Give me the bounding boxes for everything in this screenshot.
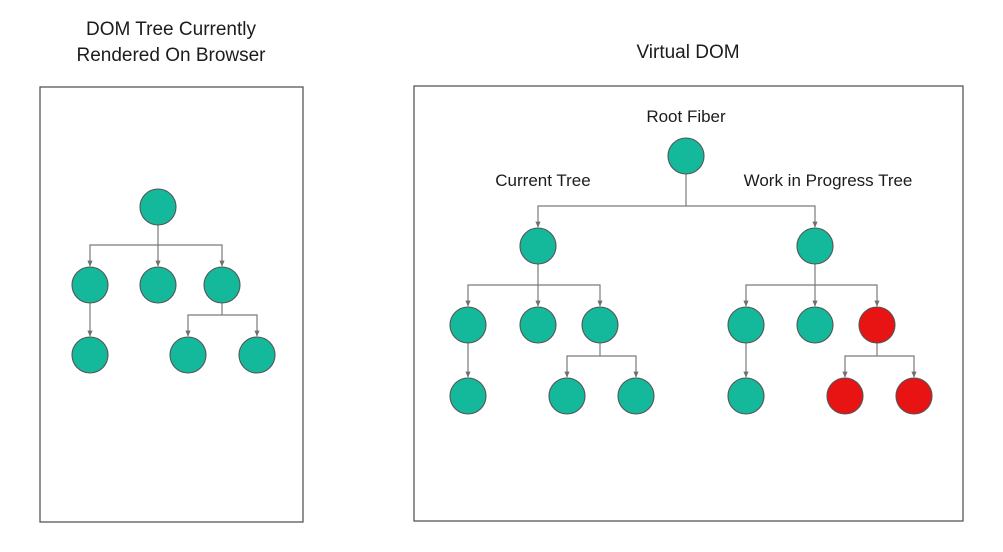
- dom-tree-edge: [222, 314, 260, 337]
- virtual-dom-edge: [465, 284, 538, 307]
- right-panel-nodes: [449, 137, 933, 415]
- wip-tree-grandchild-2-node[interactable]: [826, 377, 864, 415]
- left-panel-title-line-1: DOM Tree Currently: [86, 19, 256, 40]
- virtual-dom-edge: [535, 205, 686, 228]
- virtual-dom-edge: [686, 205, 818, 228]
- dom-child-2-node[interactable]: [139, 266, 177, 304]
- left-panel-title-line-2: Rendered On Browser: [76, 45, 266, 66]
- wip-tree-child-3-node[interactable]: [858, 306, 896, 344]
- dom-tree-edge: [185, 314, 222, 337]
- wip-tree-child-1-node[interactable]: [727, 306, 765, 344]
- current-tree-grandchild-1-node[interactable]: [449, 377, 487, 415]
- right-panel-group: Virtual DOM Root Fiber Current Tree Work…: [413, 42, 964, 522]
- left-panel-edges: [87, 225, 260, 337]
- current-tree-grandchild-2-node[interactable]: [548, 377, 586, 415]
- virtual-dom-edge: [564, 355, 600, 378]
- wip-tree-grandchild-1-node[interactable]: [727, 377, 765, 415]
- current-tree-child-2-node[interactable]: [519, 306, 557, 344]
- dom-tree-edge: [158, 244, 225, 267]
- dom-child-3-node[interactable]: [203, 266, 241, 304]
- left-panel-group: DOM Tree Currently Rendered On Browser: [39, 19, 304, 523]
- left-panel-box: [39, 86, 304, 523]
- virtual-dom-edge: [743, 284, 815, 307]
- dom-root-node[interactable]: [139, 188, 177, 226]
- current-tree-root-node[interactable]: [519, 227, 557, 265]
- wip-tree-root-node[interactable]: [796, 227, 834, 265]
- dom-child-1-node[interactable]: [71, 266, 109, 304]
- wip-tree-child-2-node[interactable]: [796, 306, 834, 344]
- current-tree-child-3-node[interactable]: [581, 306, 619, 344]
- dom-tree-edge: [87, 244, 158, 267]
- virtual-dom-edge: [538, 284, 603, 307]
- left-panel-nodes: [71, 188, 276, 374]
- root-fiber-node[interactable]: [667, 137, 705, 175]
- virtual-dom-edge: [877, 355, 917, 378]
- virtual-dom-edge: [600, 355, 639, 378]
- dom-grandchild-3-node[interactable]: [238, 336, 276, 374]
- dom-grandchild-2-node[interactable]: [169, 336, 207, 374]
- virtual-dom-edge: [815, 284, 880, 307]
- virtual-dom-edge: [842, 355, 877, 378]
- current-tree-label: Current Tree: [495, 171, 590, 190]
- wip-tree-label: Work in Progress Tree: [744, 171, 913, 190]
- root-fiber-label: Root Fiber: [646, 107, 726, 126]
- current-tree-child-1-node[interactable]: [449, 306, 487, 344]
- current-tree-grandchild-3-node[interactable]: [617, 377, 655, 415]
- wip-tree-grandchild-3-node[interactable]: [895, 377, 933, 415]
- right-panel-title: Virtual DOM: [636, 42, 739, 63]
- right-panel-edges: [465, 174, 917, 378]
- dom-grandchild-1-node[interactable]: [71, 336, 109, 374]
